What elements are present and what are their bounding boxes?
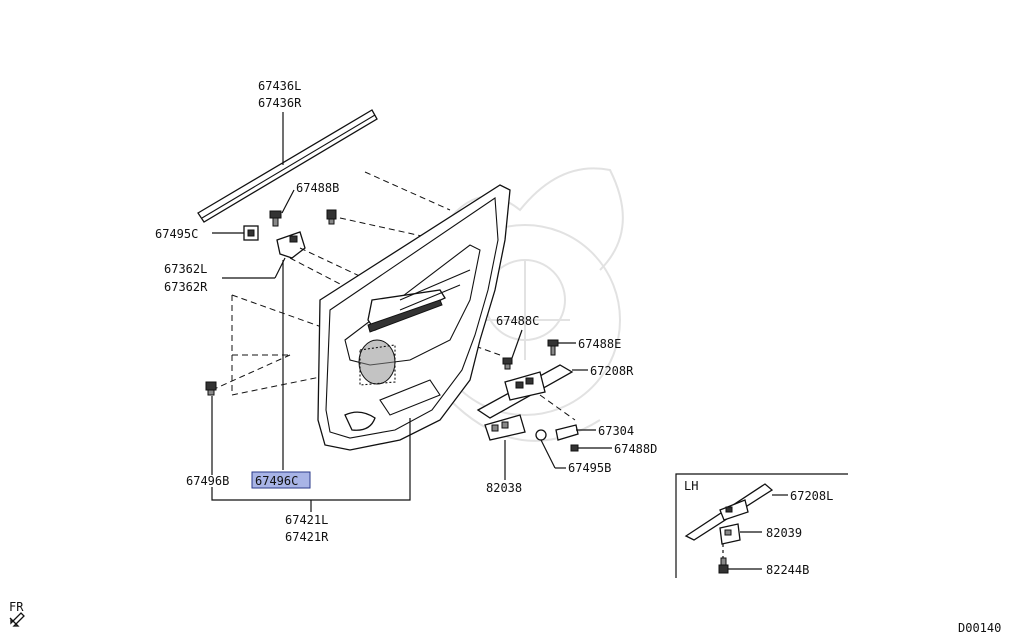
label-lh: LH (684, 479, 698, 493)
highlight-67496c (251, 471, 311, 489)
screw-part-67488b[interactable] (269, 210, 282, 227)
screw-part-67488d[interactable] (570, 444, 579, 452)
screw-part-67488c[interactable] (502, 357, 513, 370)
label-67436l[interactable]: 67436L (258, 79, 301, 93)
window-switch-part-82039[interactable] (719, 523, 741, 545)
label-67208l[interactable]: 67208L (790, 489, 833, 503)
label-82244b[interactable]: 82244B (766, 563, 809, 577)
door-trim-panel-part[interactable] (317, 184, 511, 451)
label-67496b[interactable]: 67496B (186, 474, 229, 488)
clip-part-67495c[interactable] (243, 225, 259, 241)
label-67436r[interactable]: 67436R (258, 96, 302, 110)
switch-panel-part-67208r[interactable] (476, 364, 574, 419)
label-fr: FR (9, 600, 24, 614)
label-67495c[interactable]: 67495C (155, 227, 198, 241)
label-67304[interactable]: 67304 (598, 424, 634, 438)
screw-part-82244b[interactable] (718, 557, 729, 574)
label-67421l[interactable]: 67421L (285, 513, 328, 527)
handle-bracket-part[interactable] (276, 231, 306, 259)
diagram-code: D00140 (958, 621, 1001, 635)
label-67421r[interactable]: 67421R (285, 530, 329, 544)
window-switch-part-82038[interactable] (484, 414, 526, 441)
front-arrow-icon (9, 612, 25, 627)
label-82039[interactable]: 82039 (766, 526, 802, 540)
label-82038[interactable]: 82038 (486, 481, 522, 495)
switch-panel-part-67208l[interactable] (684, 483, 774, 541)
lh-inset-frame (675, 473, 848, 578)
label-67488b[interactable]: 67488B (296, 181, 339, 195)
label-67362l[interactable]: 67362L (164, 262, 207, 276)
label-67488c[interactable]: 67488C (496, 314, 539, 328)
clip-part-67495b[interactable] (535, 429, 547, 441)
bracket-part-67304[interactable] (555, 424, 579, 441)
label-67488d[interactable]: 67488D (614, 442, 657, 456)
screw-part-67488e[interactable] (547, 339, 559, 356)
clip-part-67496b[interactable] (205, 381, 217, 396)
label-67208r[interactable]: 67208R (590, 364, 634, 378)
clip-part-top[interactable] (326, 209, 337, 225)
label-67362r[interactable]: 67362R (164, 280, 208, 294)
belt-moulding-part[interactable] (197, 109, 378, 223)
label-67488e[interactable]: 67488E (578, 337, 621, 351)
label-67496c[interactable]: 67496C (255, 474, 298, 488)
label-67495b[interactable]: 67495B (568, 461, 611, 475)
